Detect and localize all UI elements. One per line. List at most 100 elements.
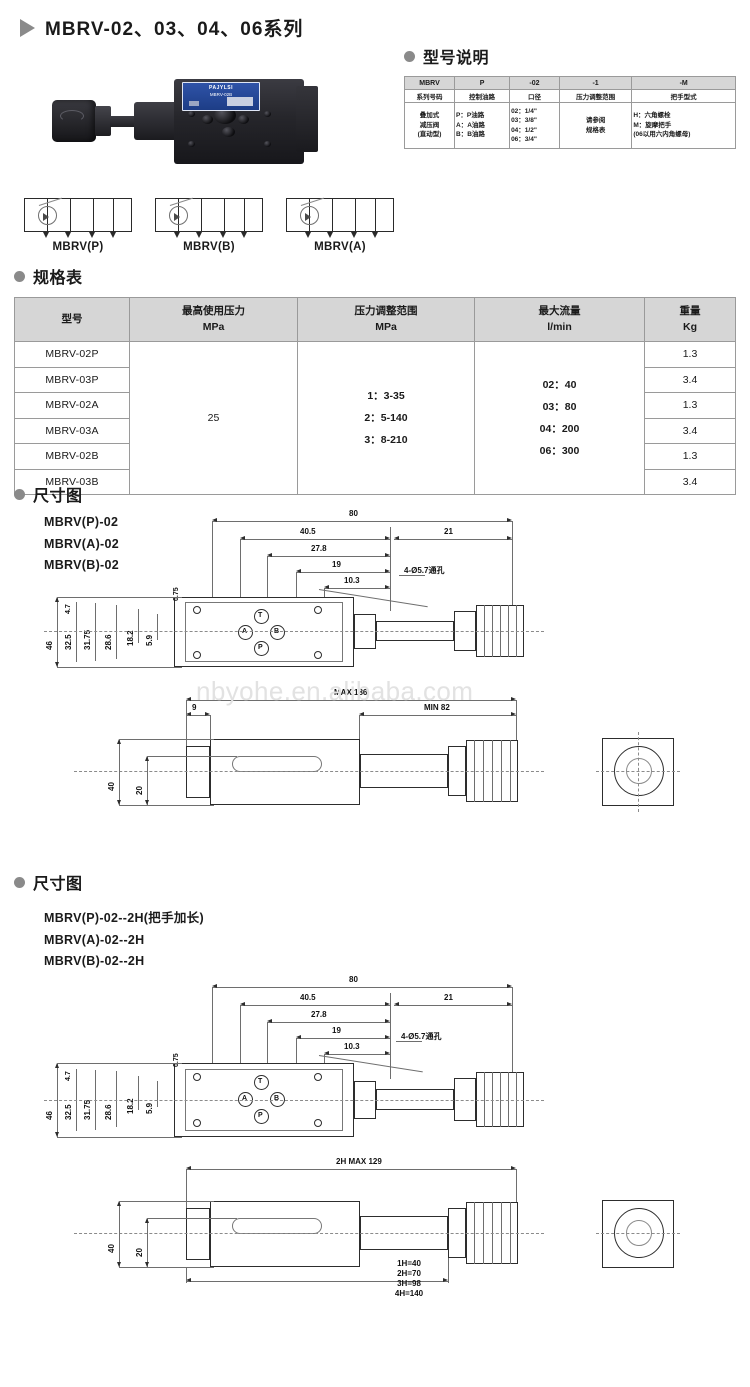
detail-line: 06：3/4" xyxy=(511,135,537,143)
model-code-heading: 型号说明 xyxy=(404,44,736,68)
dim-46: 46 xyxy=(45,1110,54,1120)
spec-section: 规格表 型号 最高使用压力 MPa 压力调整范围 MPa 最大流量 l/mi xyxy=(14,264,736,495)
detail-cell: 请参阅规格表 xyxy=(558,102,633,149)
detail-line: 请参阅 xyxy=(585,117,606,125)
dim2-side-view: 2H MAX 129 40 20 xyxy=(14,1153,736,1323)
dim2-heading: 尺寸图 xyxy=(14,870,736,894)
page-title: MBRV-02、03、04、06系列 xyxy=(45,19,304,40)
symbol-box xyxy=(286,197,394,238)
model-code-table: MBRV P -02 -1 -M 系列号码 控制油路 口径 压力调整范围 把手型… xyxy=(403,76,736,149)
meaning-cell: 压力调整范围 xyxy=(558,89,633,103)
table-row: MBRV-02B 1.3 xyxy=(14,443,736,470)
dim1-model: MBRV(A)-02 xyxy=(44,536,119,551)
symbol-mbrv-b: MBRV(B) xyxy=(155,197,263,253)
side-slot xyxy=(232,1217,322,1234)
weight-cell: 3.4 xyxy=(644,366,736,393)
spec-title: 规格表 xyxy=(33,270,83,287)
port-p xyxy=(254,1108,269,1124)
model-cell: MBRV-02B xyxy=(14,443,130,470)
valve-nameplate: PAJYLSI MBRV-02B xyxy=(182,82,260,111)
relief-circle-icon xyxy=(38,206,57,225)
handle-length-options: 1H=40 2H=70 3H=98 4H=140 xyxy=(369,1259,449,1299)
dim-32-5: 32.5 xyxy=(64,633,73,650)
dim-min-82: MIN 82 xyxy=(424,702,450,712)
relief-circle-icon xyxy=(169,206,188,225)
mount-hole xyxy=(314,650,322,659)
meaning-cell: 控制油路 xyxy=(454,89,511,103)
dim-20: 20 xyxy=(135,785,144,795)
header-line1: 最高使用压力 xyxy=(182,304,245,317)
adjust-range-item: 2：5-140 xyxy=(364,411,408,424)
max-flow-item: 06：300 xyxy=(539,445,580,458)
detail-line: 减压阀 xyxy=(419,121,440,129)
bolt-hole-right xyxy=(264,111,271,117)
port-label-t: T xyxy=(258,611,263,619)
spec-header-cell: 重量 Kg xyxy=(644,297,736,342)
dim-4-7: 4.7 xyxy=(65,1070,72,1081)
detail-line: (直动型) xyxy=(417,131,442,139)
dim-27-8: 27.8 xyxy=(311,1009,327,1019)
dim2-title: 尺寸图 xyxy=(33,876,83,893)
dim-28-6: 28.6 xyxy=(104,1103,113,1120)
product-photo: PAJYLSI MBRV-02B xyxy=(34,56,324,191)
spec-header-row: 型号 最高使用压力 MPa 压力调整范围 MPa 最大流量 l/min 重量 xyxy=(14,297,736,342)
nameplate-brand: PAJYLSI xyxy=(209,85,233,91)
port-t xyxy=(254,1074,269,1090)
detail-line: A：A油路 xyxy=(456,121,485,129)
dim2-model: MBRV(B)-02--2H xyxy=(44,954,145,968)
detail-cell: 02：1/4"03：3/8"04：1/2"06：3/4" xyxy=(509,102,560,149)
dim1-title: 尺寸图 xyxy=(33,488,83,505)
dimension-section-2: 尺寸图 MBRV(P)-02--2H(把手加长) MBRV(A)-02--2H … xyxy=(14,870,736,1323)
header-line1: 型号 xyxy=(61,312,83,325)
port-label-b: B xyxy=(274,1094,280,1102)
spec-table: 型号 最高使用压力 MPa 压力调整范围 MPa 最大流量 l/min 重量 xyxy=(14,297,736,495)
table-row: MBRV-03B 3.4 xyxy=(14,468,736,495)
mount-hole xyxy=(193,605,201,614)
max-pressure-cell: 25 xyxy=(129,341,298,495)
meaning-row: 系列号码 控制油路 口径 压力调整范围 把手型式 xyxy=(403,89,736,103)
dim1-model: MBRV(P)-02 xyxy=(44,515,119,529)
flow-arrow-icon xyxy=(305,213,311,221)
mount-hole xyxy=(193,650,201,659)
relief-circle-icon xyxy=(300,206,319,225)
model-cell: MBRV-03B xyxy=(14,468,130,495)
nameplate-chip xyxy=(227,97,253,106)
flow-arrow-icon xyxy=(43,213,49,221)
detail-line: B：B油路 xyxy=(456,131,485,139)
spring-line-icon xyxy=(300,197,325,207)
header-line1: 最大流量 xyxy=(538,304,581,317)
dim-4-7: 4.7 xyxy=(65,603,72,614)
adjust-range-item: 3：8-210 xyxy=(364,434,408,447)
dim-5-9: 5.9 xyxy=(145,634,154,646)
table-row: MBRV-02P 25 1：3-35 2：5-140 3：8-210 02：40… xyxy=(14,341,736,495)
detail-line: 03：3/8" xyxy=(511,117,537,125)
bullet-icon xyxy=(14,876,25,888)
dim1-top-view: 80 40.5 21 27.8 19 10.3 T xyxy=(14,499,736,684)
symbol-label: MBRV(P) xyxy=(52,241,104,253)
stem-rod xyxy=(376,1088,454,1110)
port-right xyxy=(238,115,249,124)
dim-80: 80 xyxy=(349,508,358,518)
detail-line: 规格表 xyxy=(585,126,606,134)
dim-40-5: 40.5 xyxy=(300,992,316,1002)
spec-header-cell: 型号 xyxy=(14,297,130,342)
port-label-p: P xyxy=(258,643,263,651)
bullet-icon xyxy=(14,488,25,500)
model-cell: MBRV-03A xyxy=(14,417,130,444)
max-flow-item: 04：200 xyxy=(539,423,580,435)
adjust-range-item: 1：3-35 xyxy=(367,389,405,402)
dim1-model: MBRV(B)-02 xyxy=(44,558,119,572)
port-p xyxy=(254,640,269,656)
spring-line-icon xyxy=(38,197,63,207)
model-code-section: 型号说明 MBRV P -02 -1 -M 系列号码 控制油路 口径 压力调整范… xyxy=(403,44,736,149)
header-line2: MPa xyxy=(375,320,397,333)
mount-hole xyxy=(314,605,322,614)
valve-rear-body xyxy=(296,86,318,152)
port-b xyxy=(270,1091,285,1107)
dim-31-75: 31.75 xyxy=(83,629,92,650)
handle-opt: 2H=70 xyxy=(397,1268,421,1278)
bullet-icon xyxy=(404,50,415,62)
port-left xyxy=(202,115,213,124)
meaning-cell: 口径 xyxy=(509,89,560,103)
